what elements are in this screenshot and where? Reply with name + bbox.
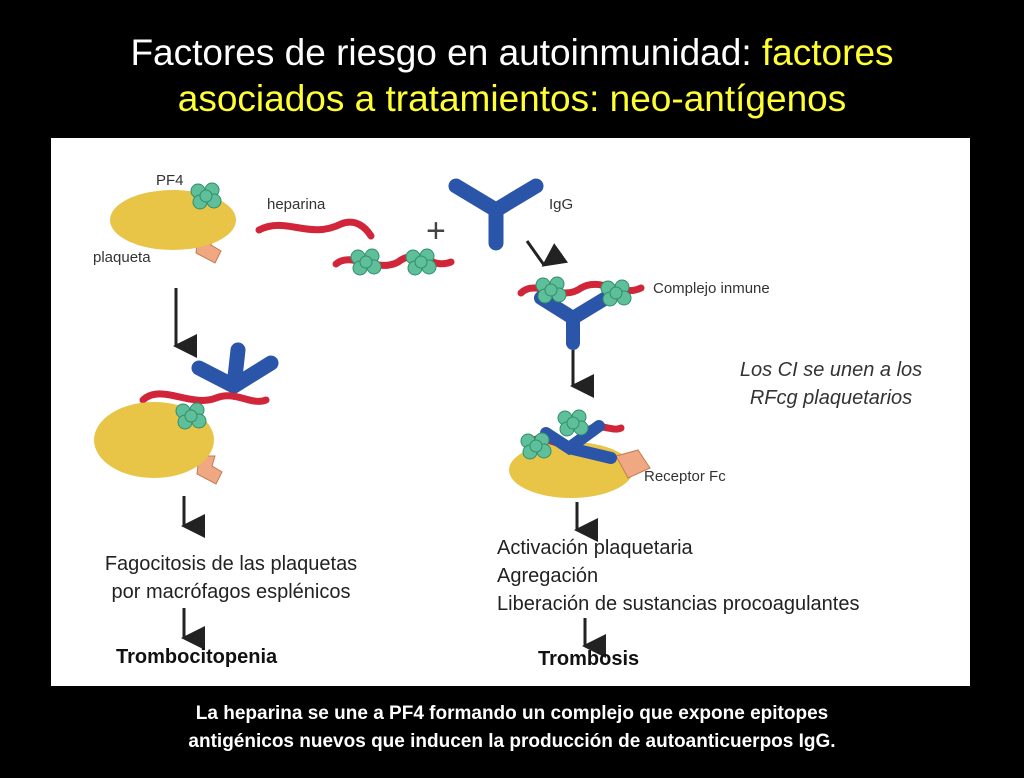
label-igg: IgG bbox=[549, 196, 574, 213]
right-result: Trombosis bbox=[538, 648, 640, 670]
pf4-cluster-icon bbox=[190, 182, 222, 210]
label-heparina: heparina bbox=[267, 196, 326, 213]
title-part1: Factores de riesgo en autoinmunidad: bbox=[130, 32, 762, 73]
ci-note: Los CI se unen a los RFcg plaquetarios bbox=[711, 356, 951, 412]
label-plaqueta: plaqueta bbox=[93, 249, 151, 266]
title-line2: asociados a tratamientos: neo-antígenos bbox=[177, 78, 847, 119]
immune-complex-icon bbox=[517, 276, 645, 350]
plus-sign: + bbox=[426, 212, 446, 250]
diagram-illustration bbox=[94, 178, 651, 658]
ci-note-line2: RFcg plaquetarios bbox=[749, 387, 913, 409]
ci-note-line1: Los CI se unen a los bbox=[739, 359, 923, 381]
complex-pf4-icon bbox=[350, 248, 382, 276]
caption-line2: antigénicos nuevos que inducen la produc… bbox=[188, 731, 836, 752]
igg-antibody-icon bbox=[448, 178, 544, 251]
label-complejo-inmune: Complejo inmune bbox=[653, 280, 770, 297]
label-pf4: PF4 bbox=[156, 172, 184, 189]
right-outcome: Activación plaquetaria Agregación Libera… bbox=[497, 534, 859, 618]
complex-pf4-icon bbox=[405, 248, 437, 276]
left-outcome-line1: Fagocitosis de las plaquetas bbox=[104, 553, 358, 575]
title-highlight: factores bbox=[761, 32, 894, 73]
right-outcome-line3: Liberación de sustancias procoagulantes bbox=[497, 593, 860, 615]
platelet-bound-right bbox=[509, 409, 651, 498]
left-outcome-line2: por macrófagos esplénicos bbox=[111, 581, 351, 603]
left-result: Trombocitopenia bbox=[116, 646, 278, 668]
label-receptor-fc: Receptor Fc bbox=[644, 468, 726, 485]
caption: La heparina se une a PF4 formando un com… bbox=[0, 700, 1024, 756]
heparin-strand-icon bbox=[255, 218, 375, 240]
platelet-bound-left bbox=[94, 342, 279, 485]
arrow-icon bbox=[525, 240, 569, 267]
right-outcome-line1: Activación plaquetaria bbox=[497, 537, 693, 559]
slide-title: Factores de riesgo en autoinmunidad: fac… bbox=[0, 30, 1024, 122]
caption-line1: La heparina se une a PF4 formando un com… bbox=[195, 703, 829, 724]
right-outcome-line2: Agregación bbox=[497, 565, 599, 587]
left-outcome: Fagocitosis de las plaquetas por macrófa… bbox=[71, 550, 391, 606]
diagram-panel: PF4 heparina IgG plaqueta + Complejo inm… bbox=[51, 138, 970, 686]
